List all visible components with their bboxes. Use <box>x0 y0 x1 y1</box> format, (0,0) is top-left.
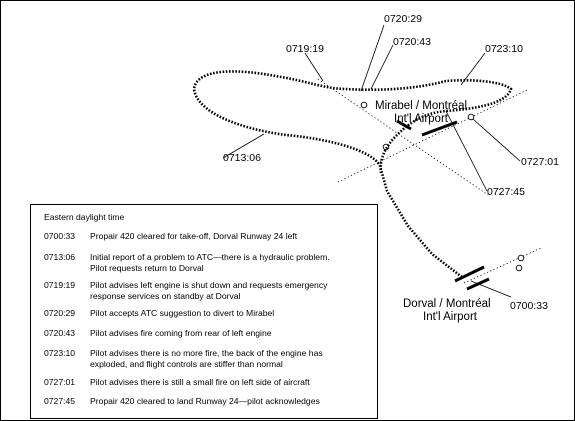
mirabel-airport-label-line2: Int'l Airport <box>394 113 449 125</box>
legend-line: Pilot accepts ATC suggestion to divert t… <box>90 308 275 318</box>
time-label-0720-29: 0720:29 <box>384 13 422 25</box>
leader-0727-45 <box>445 110 488 192</box>
legend-description: Pilot advises fire coming from rear of l… <box>90 328 371 339</box>
legend-time: 0713:06 <box>44 252 76 262</box>
legend-description: Initial report of a problem to ATC—there… <box>90 252 371 274</box>
legend-line: response services on standby at Dorval <box>90 291 241 301</box>
legend-time: 0700:33 <box>44 231 76 241</box>
leader-0700-33 <box>470 280 512 298</box>
dorval-runway-24L <box>454 265 485 283</box>
beacon-circle-icon <box>467 113 475 121</box>
time-label-0700-33: 0700:33 <box>510 300 548 312</box>
legend-description: Propair 420 cleared for take-off, Dorval… <box>90 231 371 242</box>
beacon-circle-icon <box>360 101 368 109</box>
beacon-circle-icon <box>517 254 525 262</box>
leader-0713-06 <box>222 133 265 159</box>
legend-time: 0720:29 <box>44 308 76 318</box>
timeline-legend: Eastern daylight time 0700:33 Propair 42… <box>30 204 378 419</box>
leader-0723-10 <box>460 52 486 86</box>
legend-line: Pilot advises left engine is shut down a… <box>90 280 328 290</box>
dorval-centerline-northeast <box>463 247 542 284</box>
legend-description: Pilot accepts ATC suggestion to divert t… <box>90 308 371 319</box>
dorval-airport-label-line2: Int'l Airport <box>423 311 478 323</box>
flight-track <box>192 70 513 279</box>
legend-description: Pilot advises there is no more fire, the… <box>90 348 371 370</box>
legend-line: Propair 420 cleared to land Runway 24—pi… <box>90 396 320 406</box>
mirabel-runway-north <box>396 119 412 131</box>
legend-time: 0719:19 <box>44 280 76 290</box>
leader-0719-19 <box>304 52 324 82</box>
legend-time: 0727:45 <box>44 396 76 406</box>
legend-line: Initial report of a problem to ATC—there… <box>90 252 330 262</box>
mirabel-runway-east <box>421 120 458 137</box>
time-label-0727-01: 0727:01 <box>521 156 559 168</box>
legend-description: Pilot advises left engine is shut down a… <box>90 280 371 302</box>
legend-line: Propair 420 cleared for take-off, Dorval… <box>90 231 298 241</box>
legend-line: Pilot advises there is still a small fir… <box>90 377 310 387</box>
time-label-0727-45: 0727:45 <box>487 186 525 198</box>
legend-description: Pilot advises there is still a small fir… <box>90 377 371 388</box>
legend-line: exploded, and flight controls are stiffe… <box>90 359 283 369</box>
mirabel-airport-label-line1: Mirabel / Montréal <box>375 100 467 112</box>
legend-description: Propair 420 cleared to land Runway 24—pi… <box>90 396 371 407</box>
leader-0720-43 <box>370 44 394 90</box>
legend-line: Pilot advises there is no more fire, the… <box>90 348 323 358</box>
mirabel-centerline-northwest <box>317 78 489 196</box>
time-label-0723-10: 0723:10 <box>485 43 523 55</box>
mirabel-centerline-east <box>337 89 528 183</box>
time-label-0720-43: 0720:43 <box>393 36 431 48</box>
beacon-circle-icon <box>515 264 523 272</box>
legend-line: Pilot advises fire coming from rear of l… <box>90 328 272 338</box>
legend-time: 0727:01 <box>44 377 76 387</box>
legend-time: 0723:10 <box>44 348 76 358</box>
leader-0720-29 <box>360 24 385 92</box>
time-label-0719-19: 0719:19 <box>286 43 324 55</box>
time-label-0713-06: 0713:06 <box>223 152 261 164</box>
legend-line: Pilot requests return to Dorval <box>90 263 204 273</box>
dorval-airport-label-line1: Dorval / Montréal <box>403 298 491 310</box>
legend-heading: Eastern daylight time <box>44 212 125 222</box>
legend-time: 0720:43 <box>44 328 76 338</box>
leader-0727-01 <box>472 118 521 162</box>
